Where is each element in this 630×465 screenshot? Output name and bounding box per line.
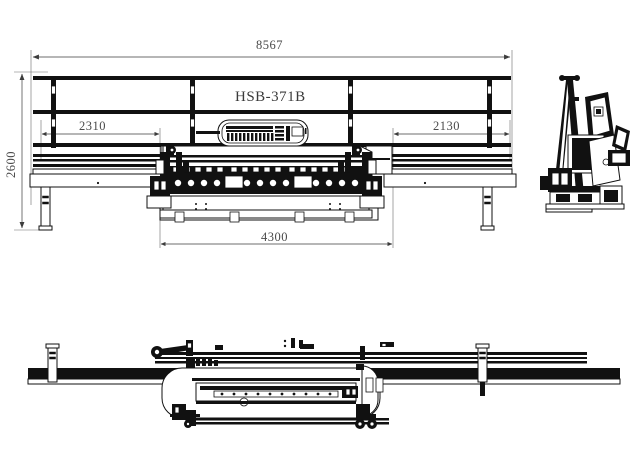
- machine-model-label: HSB-371B: [235, 89, 306, 105]
- plan-left-leg: [45, 343, 60, 383]
- dimension-label-overall-length: 8567: [256, 38, 283, 52]
- side-view-base-frame: [540, 168, 625, 210]
- plan-infeed-mechanism: [151, 338, 394, 368]
- plan-guide-rails: [155, 352, 587, 364]
- plan-right-leg: [475, 343, 490, 396]
- guard-rail-middle: [33, 110, 511, 114]
- side-view-body: [567, 125, 630, 187]
- control-panel-button-bank: [226, 126, 290, 141]
- plan-machine-housing: [161, 367, 381, 419]
- dimension-label-left-conveyor: 2310: [79, 119, 106, 133]
- right-conveyor-table: [383, 154, 517, 231]
- control-panel[interactable]: [217, 119, 309, 147]
- right-support-leg: [480, 186, 495, 231]
- dimension-label-right-conveyor: 2130: [433, 119, 460, 133]
- side-view-upper-housing: [585, 92, 614, 141]
- dimension-label-body-length: 4300: [261, 230, 288, 244]
- guard-rail-posts: [51, 76, 492, 148]
- base-fastener-dots: [195, 203, 341, 210]
- left-support-leg: [38, 186, 53, 231]
- control-panel-display: [291, 126, 304, 137]
- plan-bottom-mechanism: [172, 404, 377, 429]
- control-panel-arm: [196, 131, 220, 134]
- plan-spindle-dots: [220, 392, 332, 396]
- guard-rail-top: [33, 76, 511, 80]
- main-machine-body: [159, 145, 379, 223]
- outfeed-mechanism-cluster: [338, 145, 385, 209]
- motor-wheel-row: [173, 178, 359, 187]
- infeed-mechanism-cluster: [146, 145, 189, 209]
